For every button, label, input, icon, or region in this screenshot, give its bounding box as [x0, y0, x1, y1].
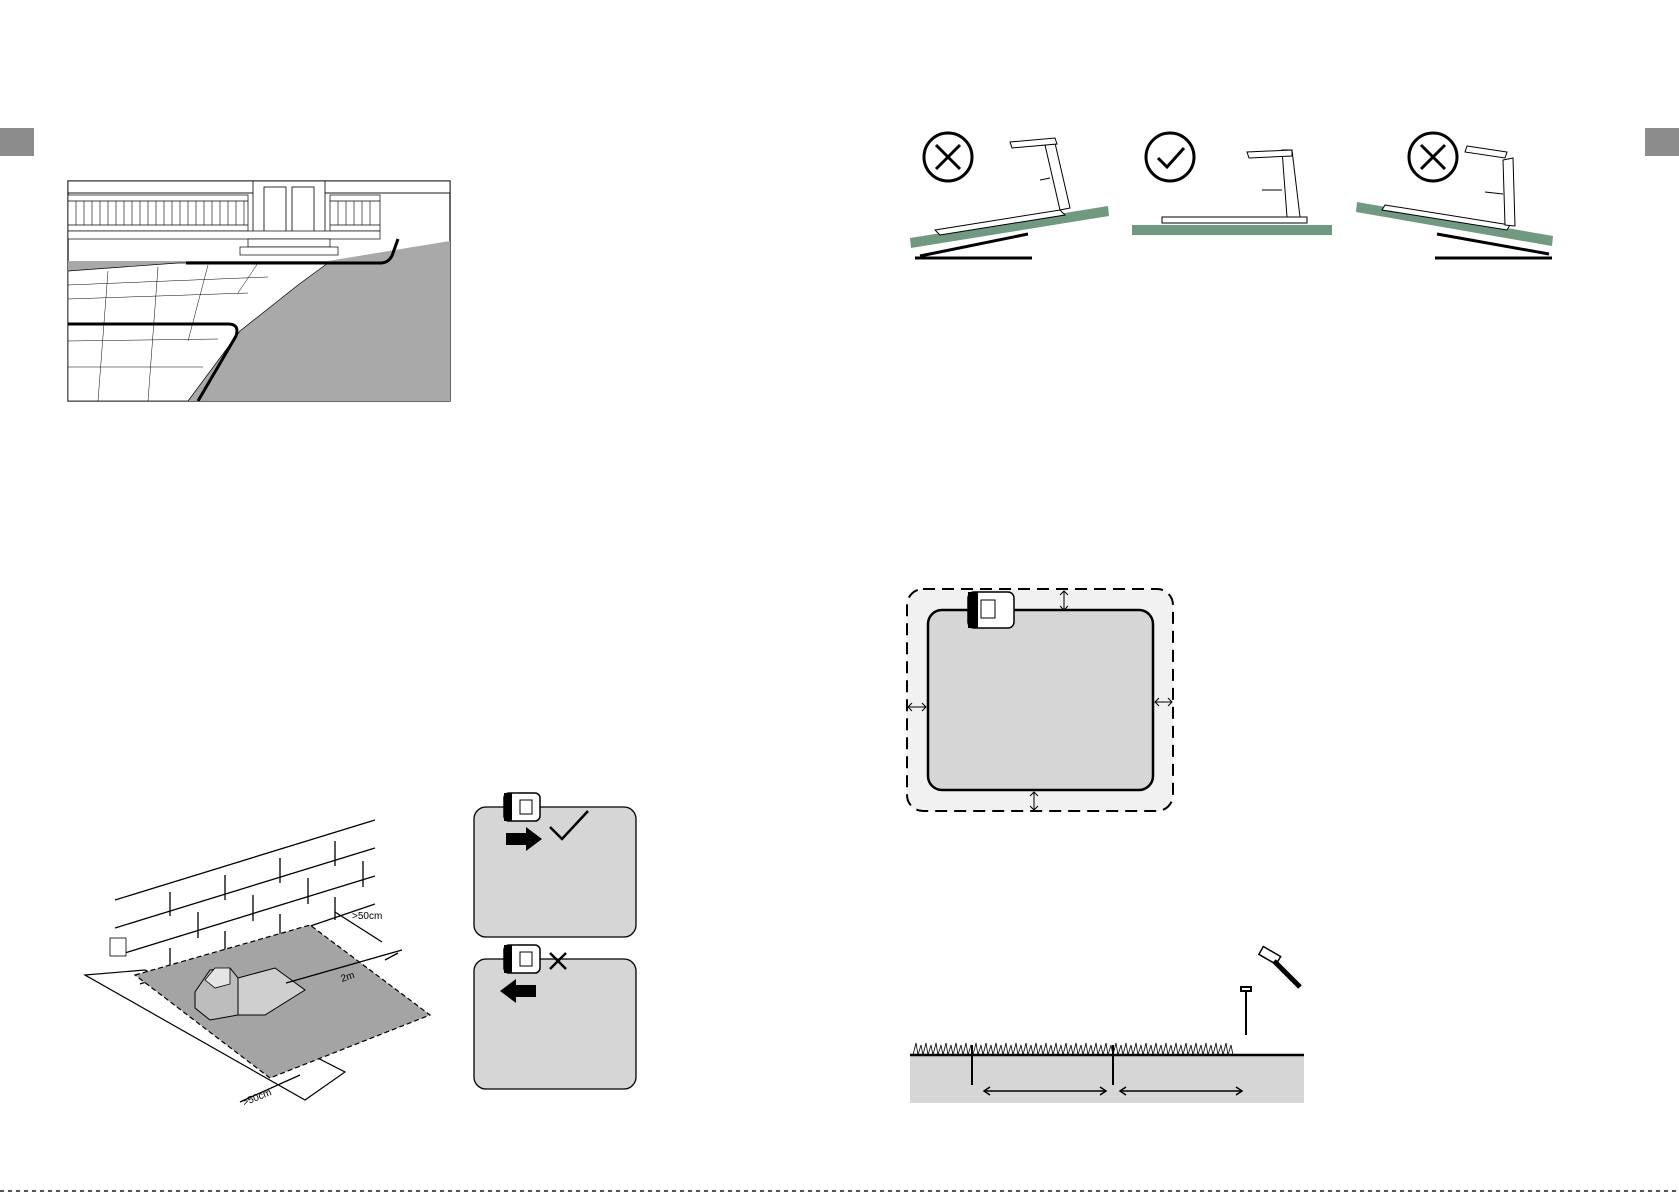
right-page [840, 0, 1679, 1192]
slope-correct-flat [1132, 130, 1332, 240]
circle-cross-icon [924, 133, 972, 181]
house-boundary-illustration [68, 181, 450, 401]
circle-check-icon [1146, 133, 1194, 181]
page-tab-left [0, 128, 34, 156]
wall-distance-label: >50cm [352, 911, 382, 922]
slope-bar [910, 206, 1109, 248]
mower-icon [504, 945, 540, 973]
charging-station-side [1162, 150, 1307, 223]
grass [913, 1043, 1233, 1055]
wrong-direction-panel [470, 945, 640, 1091]
mower-icon [504, 793, 540, 821]
page-tab-right [1645, 128, 1679, 156]
peg-spacing-diagram [908, 945, 1308, 1105]
slope-bar [1132, 225, 1332, 235]
left-page: >50cm 2m >50cm [0, 0, 839, 1192]
soil [910, 1055, 1304, 1103]
charging-station-placement-illustration: >50cm 2m >50cm [80, 820, 430, 1120]
power-socket [110, 938, 126, 956]
mower-icon [968, 592, 1014, 628]
porch-railing [68, 195, 380, 231]
correct-direction-panel [470, 793, 640, 939]
circle-cross-icon [1409, 133, 1457, 181]
boundary-distance-diagram [906, 588, 1176, 814]
slope-wrong-uphill [910, 130, 1110, 260]
side-distance-label: >50cm [241, 1087, 273, 1109]
lawn-area [928, 610, 1153, 790]
hammer-icon [1259, 947, 1300, 987]
slope-wrong-downhill [1355, 130, 1555, 260]
